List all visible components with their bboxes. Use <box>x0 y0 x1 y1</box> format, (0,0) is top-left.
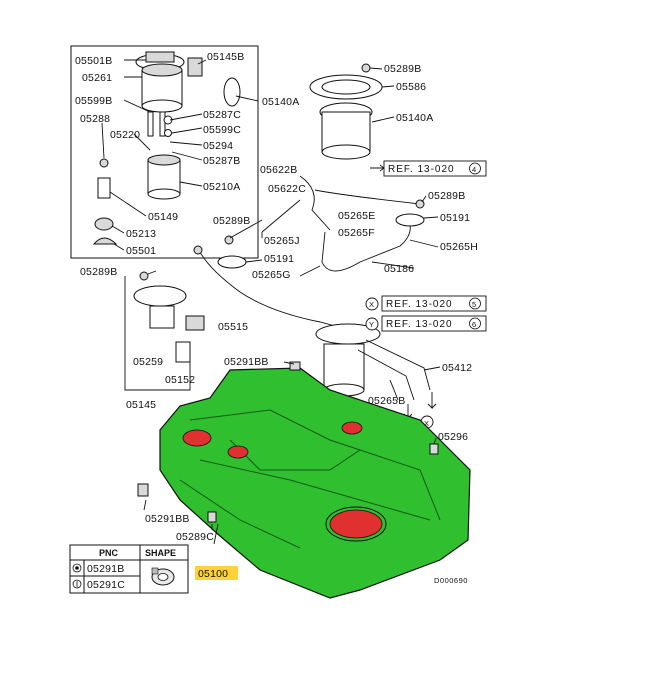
lower-left-pump <box>133 270 205 363</box>
label-05100: 05100 <box>198 568 228 580</box>
label-05265j: 05265J <box>264 235 300 247</box>
label-05265f: 05265F <box>338 227 375 239</box>
label-05265e: 05265E <box>338 210 375 222</box>
label-05145: 05145 <box>126 399 156 411</box>
x-marker-label: X <box>424 419 430 428</box>
label-05186: 05186 <box>384 263 414 275</box>
ref-box-6: Y REF. 13-020 6 <box>365 315 487 332</box>
svg-text:REF. 13-020: REF. 13-020 <box>386 299 453 310</box>
upper-pump-parts <box>309 63 395 160</box>
label-05220: 05220 <box>110 129 140 141</box>
diagram-code: D000690 <box>434 576 468 585</box>
label-05261: 05261 <box>82 72 112 84</box>
label-05622c: 05622C <box>268 183 306 195</box>
label-05265h: 05265H <box>440 241 478 253</box>
leader-lines-frame <box>101 59 259 251</box>
table-row2-pnc: 05291C <box>87 579 125 591</box>
group-bracket-05145 <box>124 276 191 391</box>
pnc-table: PNC SHAPE 05291B 05291C <box>69 544 189 594</box>
tank-hardware <box>137 361 439 545</box>
label-05140a-right: 05140A <box>396 112 433 124</box>
label-05288: 05288 <box>80 113 110 125</box>
label-05412: 05412 <box>442 362 472 374</box>
label-05515: 05515 <box>218 321 248 333</box>
label-05289c: 05289C <box>176 531 214 543</box>
label-05599c: 05599C <box>203 124 241 136</box>
label-05501: 05501 <box>126 245 156 257</box>
svg-text:X: X <box>369 300 375 309</box>
highlight-05100 <box>195 566 238 580</box>
svg-text:6: 6 <box>472 320 477 329</box>
table-header-shape: SHAPE <box>145 548 176 558</box>
label-05265b: 05265B <box>368 395 405 407</box>
label-05265g: 05265G <box>252 269 291 281</box>
label-05213: 05213 <box>126 228 156 240</box>
label-05289b-left: 05289B <box>80 266 117 278</box>
label-05152: 05152 <box>165 374 195 386</box>
svg-text:5: 5 <box>472 300 477 309</box>
svg-text:REF. 13-020: REF. 13-020 <box>386 319 453 330</box>
label-05289b-mid: 05289B <box>213 215 250 227</box>
label-05586: 05586 <box>396 81 426 93</box>
label-05501b: 05501B <box>75 55 112 67</box>
label-05289b-top: 05289B <box>384 63 421 75</box>
fuel-pump-assembly <box>92 51 241 245</box>
svg-text:4: 4 <box>472 165 477 174</box>
label-05296: 05296 <box>438 431 468 443</box>
assembly-frame <box>70 45 259 259</box>
label-05294: 05294 <box>203 140 233 152</box>
svg-text:REF. 13-020: REF. 13-020 <box>388 164 455 175</box>
label-05145b: 05145B <box>207 51 244 63</box>
label-05210a: 05210A <box>203 181 240 193</box>
table-row1-pnc: 05291B <box>87 563 124 575</box>
part-labels: 05501B 05145B 05261 05599B 05140A 05287C… <box>75 51 478 585</box>
hose-lines <box>217 175 439 277</box>
hose-05515 <box>199 251 351 331</box>
label-05140a-left: 05140A <box>262 96 299 108</box>
label-05191-mid: 05191 <box>264 253 294 265</box>
svg-text:Y: Y <box>369 320 375 329</box>
label-05191-right: 05191 <box>440 212 470 224</box>
label-05291bb-bot: 05291BB <box>145 513 190 525</box>
label-05291bb-top: 05291BB <box>224 356 269 368</box>
label-05622b: 05622B <box>260 164 297 176</box>
label-05287b: 05287B <box>203 155 240 167</box>
label-05287c: 05287C <box>203 109 241 121</box>
clip-shape-icon <box>151 567 175 586</box>
table-header-pnc: PNC <box>99 548 119 558</box>
label-05289b-ref: 05289B <box>428 190 465 202</box>
fuel-tank <box>159 367 471 599</box>
ref-box-5: X REF. 13-020 5 <box>365 295 487 312</box>
ref-box-4: REF. 13-020 4 <box>370 160 487 177</box>
label-05259: 05259 <box>133 356 163 368</box>
label-05599b: 05599B <box>75 95 112 107</box>
canister <box>315 323 441 401</box>
label-05149: 05149 <box>148 211 178 223</box>
